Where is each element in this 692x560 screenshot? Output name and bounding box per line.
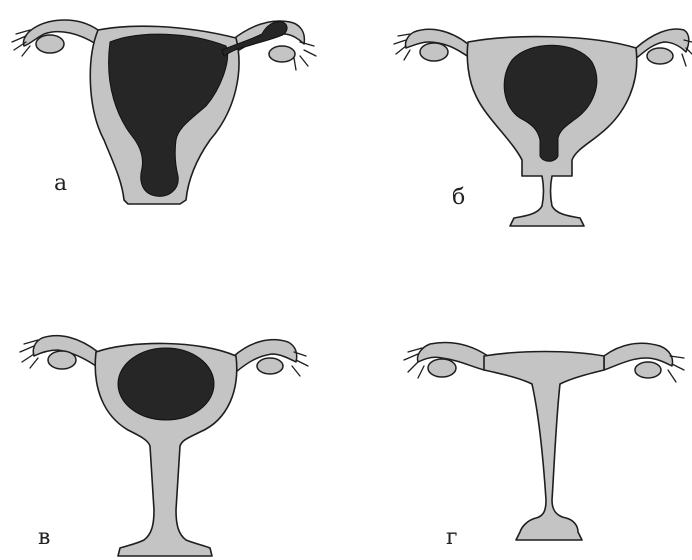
right-adnexa (634, 29, 692, 66)
left-adnexa (404, 343, 488, 379)
contrast-fill-c (118, 348, 214, 420)
panel-a: а (12, 20, 316, 204)
right-adnexa (604, 343, 684, 382)
left-adnexa (394, 29, 470, 61)
panel-d: г (404, 343, 684, 551)
left-adnexa (20, 336, 98, 369)
uterus-d (484, 352, 604, 541)
right-adnexa (234, 340, 308, 376)
panel-b: б (394, 29, 692, 226)
panel-label-b: б (452, 185, 465, 210)
panel-label-d: г (446, 525, 458, 550)
panel-label-c: в (38, 525, 50, 550)
panel-c: в (20, 336, 308, 556)
panel-label-a: а (54, 171, 67, 196)
left-adnexa (12, 20, 98, 56)
